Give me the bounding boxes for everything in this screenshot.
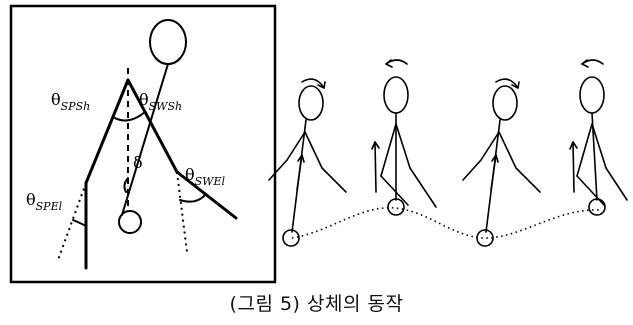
figure-3-arm-front-upper <box>498 131 517 169</box>
figure-3-head <box>492 85 518 121</box>
figure-4-arm-rear-upper <box>576 123 593 177</box>
figure-4-head <box>579 76 605 114</box>
hip-trajectory-dotted <box>291 207 601 239</box>
stick-figure-3 <box>462 78 541 247</box>
theta-spel-label: θSPEl <box>26 190 63 213</box>
figure-4-arm-front-upper <box>591 123 607 169</box>
figure-2-arm-front-upper <box>395 123 411 169</box>
figure-3-rotation-arrow <box>495 78 519 89</box>
shoulder-angle-arc <box>112 111 146 122</box>
swing-upper-arm <box>126 78 179 174</box>
figure-4-trunk-arrow <box>572 141 575 193</box>
theta-swel-label: θSWEl <box>185 165 226 188</box>
theta-swsh-label: θSWSh <box>139 90 182 113</box>
support-elbow-extension-dotted <box>57 182 87 261</box>
head-circle <box>149 19 187 65</box>
figure-1-arm-rear-lower <box>268 159 288 181</box>
stick-figure-2 <box>371 59 437 216</box>
figure-1-arm-front-lower <box>321 167 347 193</box>
motion-sequence-panel <box>268 59 628 247</box>
delta-angle-arc <box>123 177 129 193</box>
swing-elbow-angle-arc <box>179 194 206 203</box>
figure-4-arm-rear-lower <box>576 175 605 206</box>
swing-forearm <box>175 170 238 220</box>
figure-2-arm-front-lower <box>409 167 437 208</box>
theta-spsh-label: θSPSh <box>51 90 90 113</box>
figure-3-hip <box>476 229 494 247</box>
figure-3-trunk-arrow <box>490 154 497 191</box>
figure-2-hip <box>387 198 405 216</box>
angle-diagram-panel: θSPSh θSWSh δ θSWEl θSPEl <box>9 4 277 284</box>
stick-figure-4 <box>569 59 628 216</box>
support-upper-arm <box>84 78 130 185</box>
figure-2-head <box>383 76 409 114</box>
delta-label: δ <box>133 153 143 172</box>
figure-1-arm-rear-upper <box>286 131 306 161</box>
figure-1-head <box>298 85 324 121</box>
figure-3-arm-rear-lower <box>462 159 482 181</box>
hip-circle <box>118 210 142 234</box>
trunk-to-head <box>121 63 169 216</box>
panel-frame <box>9 4 277 284</box>
figure-caption: (그림 5) 상체의 동작 <box>229 293 404 315</box>
figure-3-arm-rear-upper <box>480 131 500 161</box>
figure-1-arm-front-upper <box>304 131 323 169</box>
figure-3-arm-front-lower <box>515 167 541 193</box>
support-elbow-angle-arc <box>72 219 87 227</box>
stick-figure-1 <box>268 78 347 247</box>
figure-1-trunk-arrow <box>296 154 303 191</box>
swing-elbow-extension-dotted <box>176 171 188 253</box>
figure-2-trunk-arrow <box>374 141 377 193</box>
figure-4-arm-front-lower <box>605 167 628 201</box>
figure-1-hip <box>282 229 300 247</box>
figure-4-hip <box>588 198 606 216</box>
figure-2-arm-rear-lower <box>380 175 409 206</box>
figure-1-rotation-arrow <box>301 78 325 89</box>
figure-2-arm-rear-upper <box>380 123 397 177</box>
